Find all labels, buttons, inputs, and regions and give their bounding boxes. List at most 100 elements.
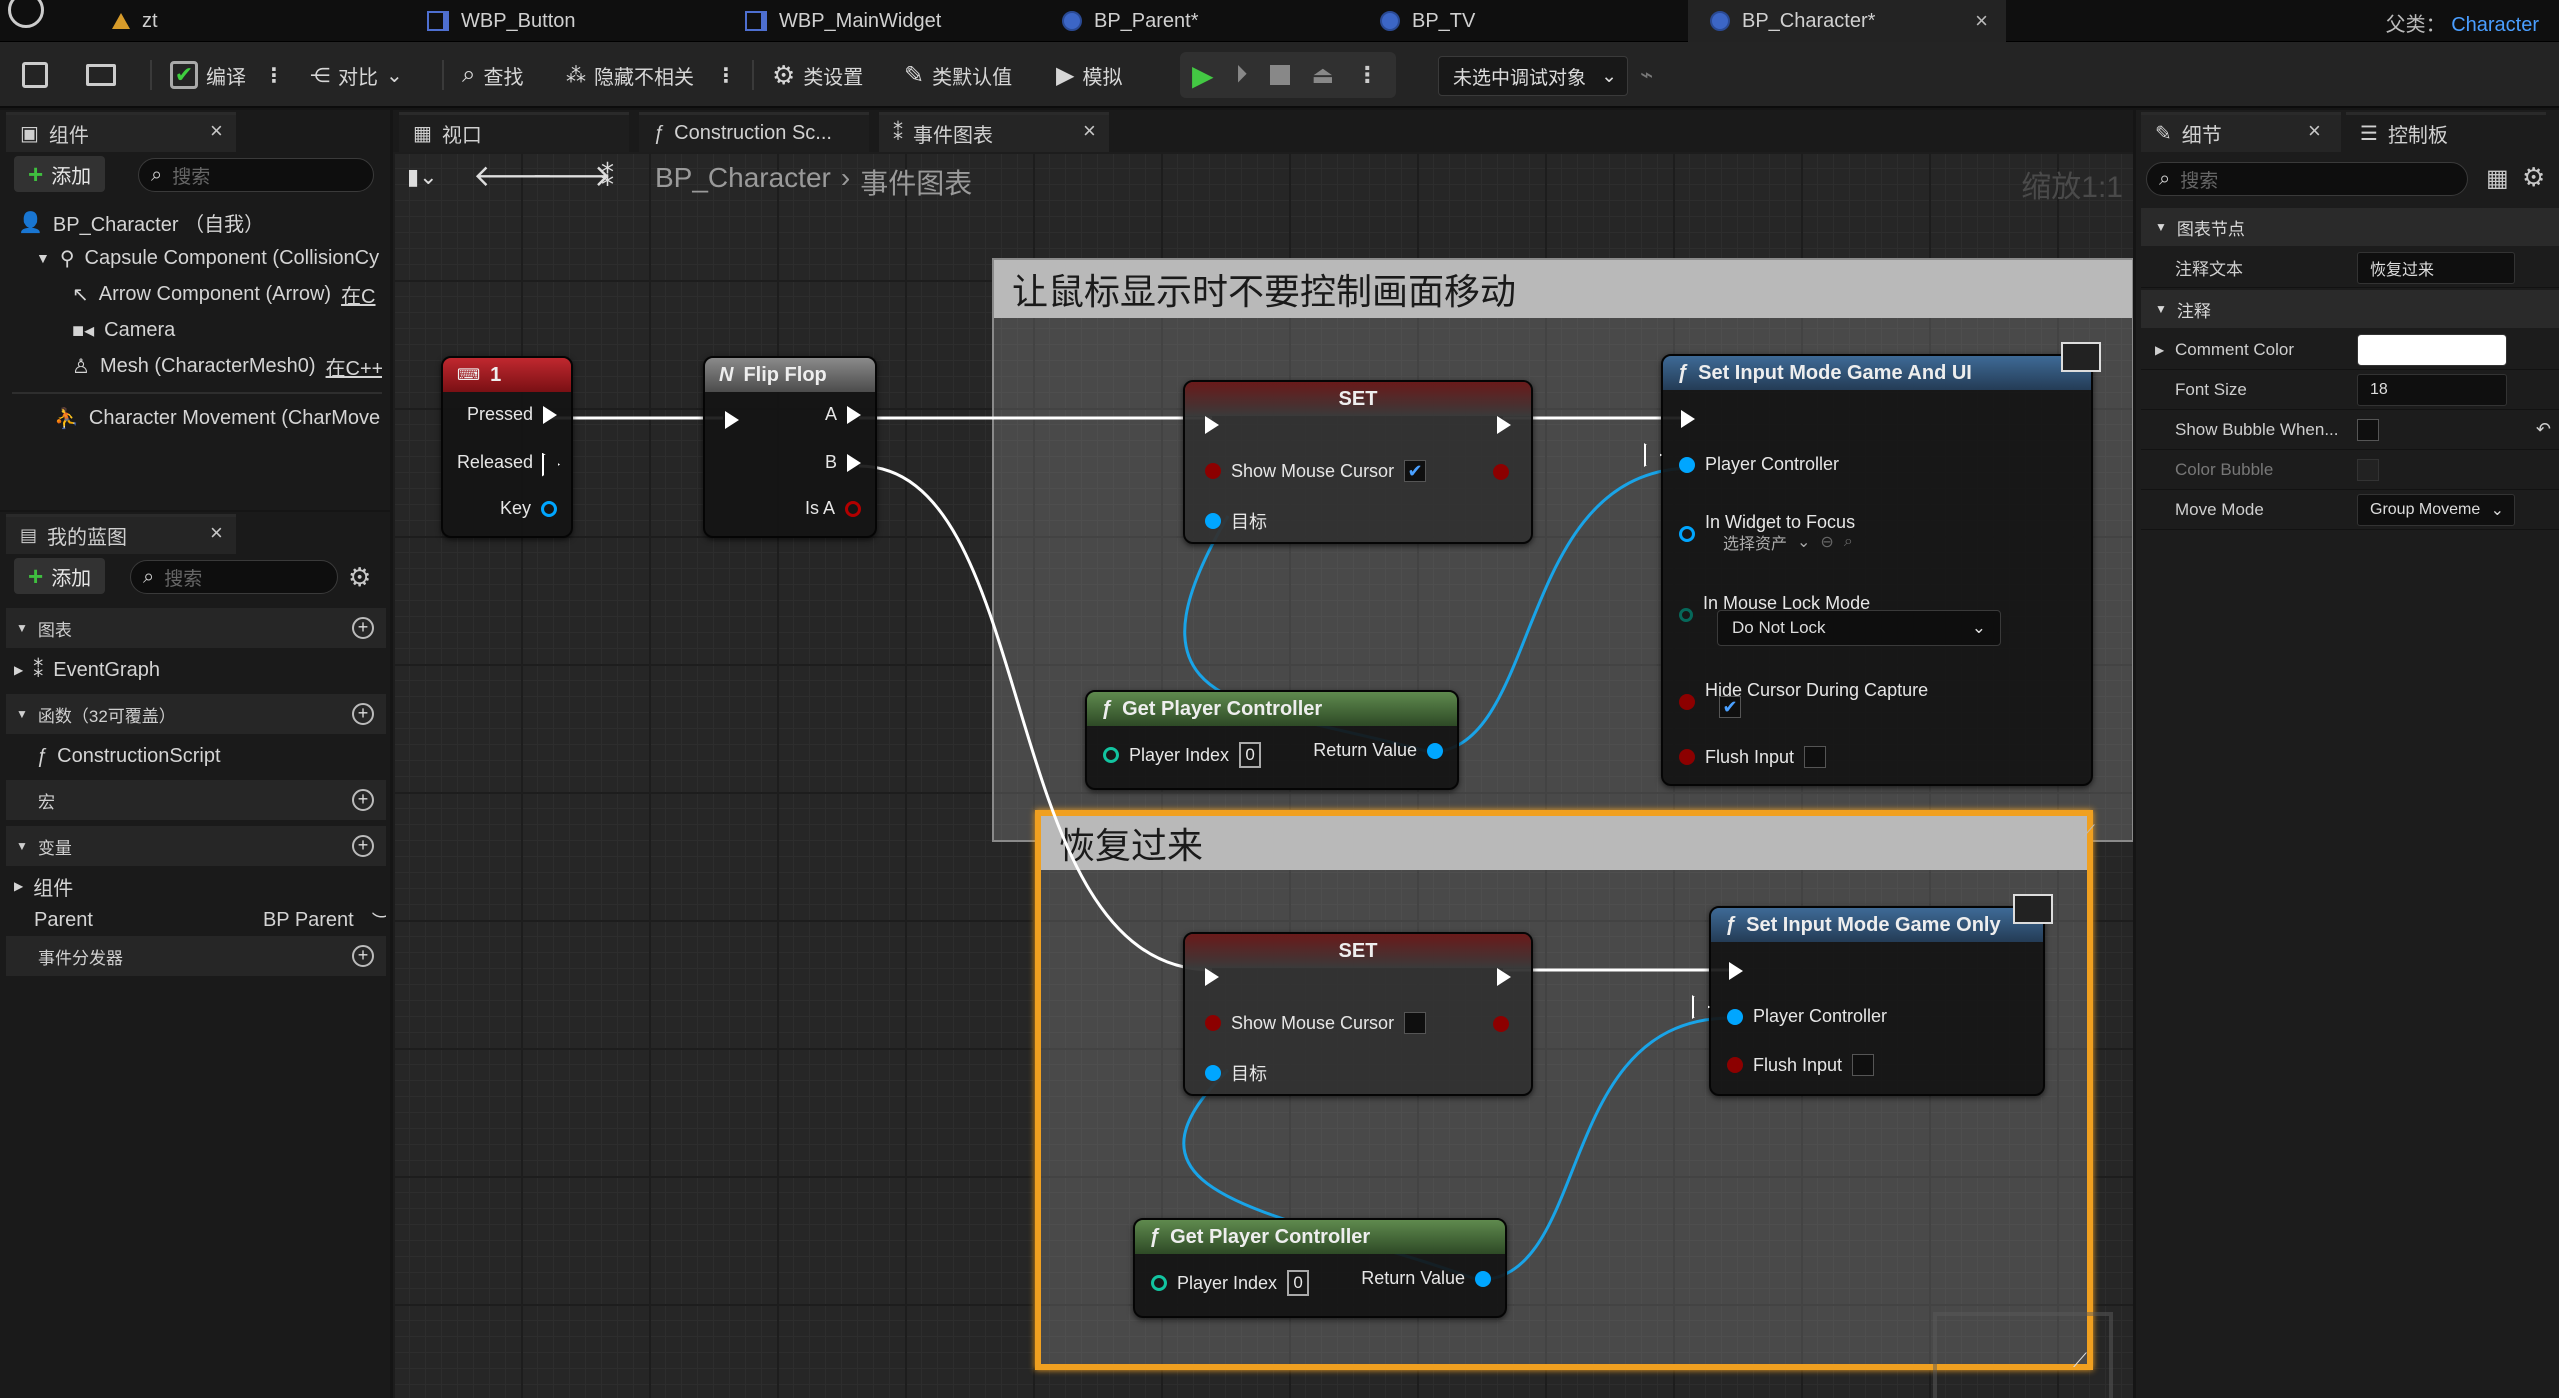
- component-item-movement[interactable]: ⛹ Character Movement (CharMovem: [54, 400, 380, 436]
- bool-pin-icon[interactable]: [1679, 749, 1695, 765]
- close-tab-icon[interactable]: ×: [1083, 118, 1096, 143]
- diff-button[interactable]: ⋲ 对比 ⌄: [310, 42, 403, 108]
- details-search-input[interactable]: ⌕ 搜索: [2146, 162, 2468, 196]
- settings-gear-icon[interactable]: ⚙: [2522, 162, 2546, 192]
- add-macro-icon[interactable]: +: [352, 789, 374, 811]
- use-selected-icon[interactable]: ⊖: [1820, 534, 1834, 551]
- close-panel-icon[interactable]: ×: [2308, 118, 2321, 143]
- object-pin-icon[interactable]: [1205, 513, 1221, 529]
- debug-filter-button[interactable]: ⌁: [1640, 42, 1653, 108]
- add-dispatcher-icon[interactable]: +: [352, 945, 374, 967]
- bool-pin-icon[interactable]: [1727, 1057, 1743, 1073]
- section-functions[interactable]: ▼ 函数（32可覆盖） +: [6, 694, 386, 734]
- set-show-cursor-node-bottom[interactable]: SET Show Mouse Cursor 目标: [1183, 932, 1533, 1096]
- visibility-eye-icon[interactable]: ︶: [372, 906, 386, 935]
- tab-wbp-button[interactable]: WBP_Button: [405, 0, 723, 42]
- show-cursor-checkbox[interactable]: [1404, 1012, 1427, 1034]
- variable-item-parent[interactable]: Parent BP Parent ︶: [34, 902, 386, 938]
- pin-mouse-lock-mode[interactable]: In Mouse Lock Mode: [1679, 584, 1870, 622]
- table-view-icon[interactable]: ▦: [2486, 165, 2509, 192]
- comment-color-swatch[interactable]: [2357, 334, 2507, 366]
- pin-return-value[interactable]: Return Value: [1361, 1268, 1491, 1289]
- graph-item-eventgraph[interactable]: ▶ ⁑ EventGraph: [14, 652, 384, 688]
- pin-show-mouse-cursor[interactable]: Show Mouse Cursor: [1205, 1012, 1427, 1034]
- compile-button[interactable]: ✔ 编译 ⋮: [170, 42, 284, 108]
- player-index-input[interactable]: 0: [1287, 1270, 1310, 1296]
- eject-icon[interactable]: ⏏: [1311, 61, 1335, 89]
- pin-target[interactable]: 目标: [1205, 508, 1267, 534]
- unreal-logo[interactable]: [8, 0, 44, 28]
- section-variables[interactable]: ▼ 变量 +: [6, 826, 386, 866]
- chevron-right-icon[interactable]: ▶: [2155, 342, 2165, 357]
- component-item-mesh[interactable]: ♙ Mesh (CharacterMesh0) 在C++: [72, 348, 382, 384]
- more-options-icon[interactable]: ⋮: [716, 64, 736, 87]
- tab-event-graph[interactable]: ⁑ 事件图表: [879, 112, 1109, 152]
- breadcrumb-root[interactable]: BP_Character: [655, 162, 831, 193]
- comment-text-input[interactable]: 恢复过来: [2357, 252, 2515, 284]
- bool-pin-icon[interactable]: [845, 500, 861, 517]
- add-member-button[interactable]: + 添加: [14, 558, 106, 594]
- get-player-controller-node-bottom[interactable]: ƒ Get Player Controller Player Index 0 R…: [1133, 1218, 1507, 1318]
- pin-b[interactable]: B: [825, 452, 861, 473]
- object-pin-icon[interactable]: [1727, 1008, 1743, 1025]
- object-pin-icon[interactable]: [1475, 1270, 1491, 1287]
- browse-button[interactable]: [86, 42, 116, 108]
- exec-out-pin-icon[interactable]: [1497, 416, 1511, 434]
- tab-wbp-mainwidget[interactable]: WBP_MainWidget: [723, 0, 1041, 42]
- int-pin-icon[interactable]: [1103, 747, 1119, 763]
- variable-group-components[interactable]: ▶ 组件: [14, 868, 384, 904]
- mouse-lock-mode-select[interactable]: Do Not Lock ⌄: [1717, 610, 2001, 646]
- parent-class-link[interactable]: Character: [2451, 14, 2539, 36]
- stop-icon[interactable]: [1269, 65, 1290, 85]
- comment-title[interactable]: 恢复过来: [1041, 816, 2087, 870]
- exec-in-pin-icon[interactable]: [1681, 410, 1695, 428]
- component-item-arrow[interactable]: ↖ Arrow Component (Arrow) 在C: [72, 276, 382, 312]
- find-button[interactable]: ⌕ 查找: [462, 42, 523, 108]
- object-pin-icon[interactable]: [1427, 742, 1443, 759]
- pin-a[interactable]: A: [825, 404, 861, 425]
- close-panel-icon[interactable]: ×: [210, 520, 223, 545]
- pin-pressed[interactable]: Pressed: [467, 404, 557, 425]
- play-icon[interactable]: ▶: [1192, 59, 1214, 91]
- exec-out-pin-icon[interactable]: [543, 405, 557, 424]
- component-item-camera[interactable]: ■◂ Camera: [72, 312, 382, 348]
- exec-out-pin-icon[interactable]: [847, 453, 861, 472]
- object-pin-icon[interactable]: [1679, 526, 1695, 542]
- tab-bp-character[interactable]: BP_Character* ×: [1688, 0, 2006, 42]
- pin-flush-input[interactable]: Flush Input: [1727, 1054, 1875, 1076]
- section-graph-node[interactable]: ▼ 图表节点: [2141, 208, 2559, 246]
- close-panel-icon[interactable]: ×: [210, 118, 223, 143]
- class-defaults-button[interactable]: ✎ 类默认值: [904, 42, 1012, 108]
- object-pin-icon[interactable]: [1679, 456, 1695, 473]
- chevron-down-icon[interactable]: ▼: [36, 250, 50, 266]
- exec-in-pin-icon[interactable]: [1205, 968, 1219, 986]
- bool-pin-icon[interactable]: [1679, 694, 1695, 710]
- debug-target-select[interactable]: 未选中调试对象 ⌄: [1438, 56, 1628, 96]
- class-settings-button[interactable]: ⚙ 类设置: [772, 42, 863, 108]
- comment-resize-handle-icon[interactable]: ⟋: [2073, 1350, 2087, 1372]
- set-input-mode-game-and-ui-node[interactable]: ƒ Set Input Mode Game And UI Player Cont…: [1661, 342, 2101, 786]
- my-blueprint-tab[interactable]: ▤ 我的蓝图: [6, 514, 236, 554]
- components-tab[interactable]: ▣ 组件: [6, 112, 236, 152]
- pin-key[interactable]: Key: [500, 498, 557, 519]
- enum-pin-icon[interactable]: [1679, 608, 1693, 622]
- exec-out-pin-icon[interactable]: [1645, 444, 1659, 462]
- struct-pin-icon[interactable]: [541, 500, 557, 517]
- pin-is-a[interactable]: Is A: [805, 498, 861, 519]
- reset-arrow-icon[interactable]: ↶: [2535, 419, 2551, 439]
- pin-player-index[interactable]: Player Index 0: [1103, 742, 1262, 768]
- pin-player-controller[interactable]: Player Controller: [1679, 454, 1839, 475]
- exec-out-pin-icon[interactable]: [543, 454, 557, 472]
- bookmark-icon[interactable]: ▮⌄: [407, 164, 438, 189]
- add-variable-icon[interactable]: +: [352, 835, 374, 857]
- pin-hide-cursor[interactable]: Hide Cursor During Capture: [1679, 670, 1928, 710]
- add-component-button[interactable]: + 添加: [14, 156, 106, 192]
- comment-title[interactable]: 让鼠标显示时不要控制画面移动: [994, 260, 2132, 318]
- function-item-construction[interactable]: ƒ ConstructionScript: [36, 738, 386, 774]
- player-index-input[interactable]: 0: [1239, 742, 1262, 768]
- close-tab-icon[interactable]: ×: [1975, 8, 1988, 33]
- more-options-icon[interactable]: ⋮: [264, 64, 284, 87]
- section-macros[interactable]: 宏 +: [6, 780, 386, 820]
- step-icon[interactable]: ⏵: [1235, 61, 1248, 88]
- flush-input-checkbox[interactable]: [1804, 746, 1827, 768]
